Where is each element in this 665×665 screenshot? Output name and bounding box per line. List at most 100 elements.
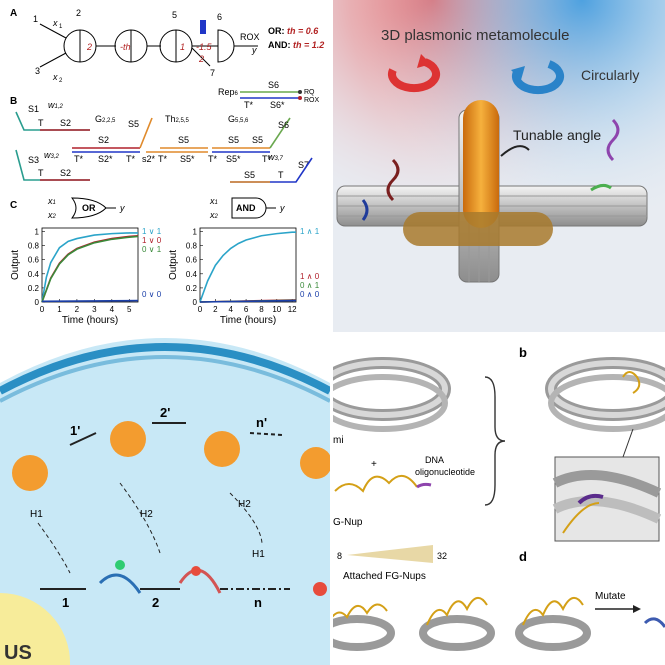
y-tick-label: 0 [193,298,198,307]
series-line [199,231,296,303]
y-tick-label: 1 [35,228,40,237]
svg-text:US: US [4,642,32,664]
x-tick-label: 8 [259,305,264,314]
svg-text:8: 8 [337,551,342,561]
svg-text:x1: x1 [47,196,56,206]
cell-membrane [0,343,330,395]
svg-text:S5: S5 [178,135,189,145]
svg-text:y: y [119,203,125,213]
fg-nup-strand [334,475,418,493]
y-tick-label: 0.2 [28,284,40,293]
svg-text:RQ: RQ [304,89,315,96]
angle-arrow [500,145,530,157]
node-3: 3 [35,66,40,76]
legend-entry: 0 ∧ 0 [300,290,320,299]
svg-text:G2,2,5: G2,2,5 [95,114,116,124]
series-line [41,235,139,303]
svg-text:Mutate: Mutate [595,591,626,602]
cascade-illustration: 1' 2' n' H1 H2 H2 H1 1 2 n US [0,333,330,665]
svg-text:1: 1 [62,595,69,610]
legend-entry: 0 ∨ 0 [142,290,162,299]
svg-text:Tunable angle: Tunable angle [513,127,601,143]
svg-text:x2: x2 [47,210,57,220]
svg-text:H2: H2 [238,499,251,510]
svg-text:S5: S5 [244,170,255,180]
svg-text:H1: H1 [30,509,43,520]
y-tick-label: 0 [35,298,40,307]
x-tick-label: 2 [213,305,218,314]
legend-entry: 0 ∨ 1 [142,245,162,254]
svg-text:G5,5,6: G5,5,6 [228,114,249,124]
x-tick-label: 0 [198,305,203,314]
x-tick-label: 1 [57,305,62,314]
svg-text:G-Nup: G-Nup [333,517,363,528]
output-gate [217,29,235,63]
svg-text:7: 7 [210,68,215,78]
legend-entry: 1 ∧ 0 [300,272,320,281]
rotation-arrow-right [512,60,564,95]
y-axis-label: Output [10,250,21,280]
x-tick-label: 10 [272,305,281,314]
plasmonic-illustration: 3D plasmonic metamolecule Circularly Tun… [333,0,665,332]
legend-entry: 1 ∨ 0 [142,236,162,245]
y-tick-label: 0.2 [186,284,198,293]
input-x2: x [52,72,58,82]
svg-text:T: T [278,170,284,180]
or-gate-symbol [70,197,107,219]
origami-ring-b [545,357,665,432]
panel-plasmonic: 3D plasmonic metamolecule Circularly Tun… [333,0,665,332]
nup-ring-3 [515,597,591,651]
nanoparticle-2 [110,421,146,457]
svg-text:S7: S7 [298,160,309,170]
svg-text:2: 2 [198,54,204,64]
output-y: y [251,45,257,55]
svg-text:S5: S5 [228,135,239,145]
svg-text:-th: -th [120,42,131,52]
svg-text:n: n [254,595,262,610]
and-gate-symbol [231,197,267,219]
y-axis-label: Output [168,250,179,280]
svg-text:w3,2: w3,2 [44,150,60,160]
svg-text:S6*: S6* [270,100,285,110]
svg-text:mi: mi [333,435,344,446]
rotation-arrow-left [388,58,440,93]
density-wedge [347,545,433,563]
svg-text:ROX: ROX [304,97,320,104]
svg-text:AND: AND [236,203,256,213]
x-tick-label: 5 [127,305,132,314]
x-tick-label: 4 [228,305,233,314]
svg-text:T*: T* [158,154,167,164]
reporter-marker [200,20,206,34]
y-tick-label: 0.6 [28,256,40,265]
svg-text:+: + [371,459,377,470]
series-line [41,299,139,303]
fgnup-illustration: mi + DNA oligonucleotide G-Nup b 8 32 At… [333,345,665,651]
svg-text:s2*: s2* [142,154,156,164]
legend-entry: 1 ∧ 1 [300,227,320,236]
or-rule: OR: th = 0.6 [268,26,319,36]
svg-text:S3: S3 [28,155,39,165]
x-tick-label: 3 [92,305,97,314]
svg-text:T: T [38,168,44,178]
svg-text:x1: x1 [209,196,218,206]
legend-entry: 1 ∨ 1 [142,227,162,236]
node-1: 1 [33,14,38,24]
svg-text:DNA: DNA [425,455,444,465]
svg-text:-1.5: -1.5 [196,42,213,52]
label-b-right: b [519,345,527,360]
y-tick-label: 0.8 [186,242,198,251]
y-tick-label: 0.6 [186,256,198,265]
label-d: d [519,549,527,564]
svg-text:S6: S6 [278,120,289,130]
nanoparticle-1 [12,455,48,491]
svg-text:S2*: S2* [98,154,113,164]
svg-text:S1: S1 [28,104,39,114]
x-tick-label: 12 [288,305,297,314]
panel-fgnup-rings: mi + DNA oligonucleotide G-Nup b 8 32 At… [333,333,665,665]
gold-nanorod-top [463,100,499,228]
svg-text:x2: x2 [209,210,219,220]
series-line [199,299,297,303]
svg-text:OR: OR [82,203,96,213]
svg-text:S6: S6 [268,80,279,90]
